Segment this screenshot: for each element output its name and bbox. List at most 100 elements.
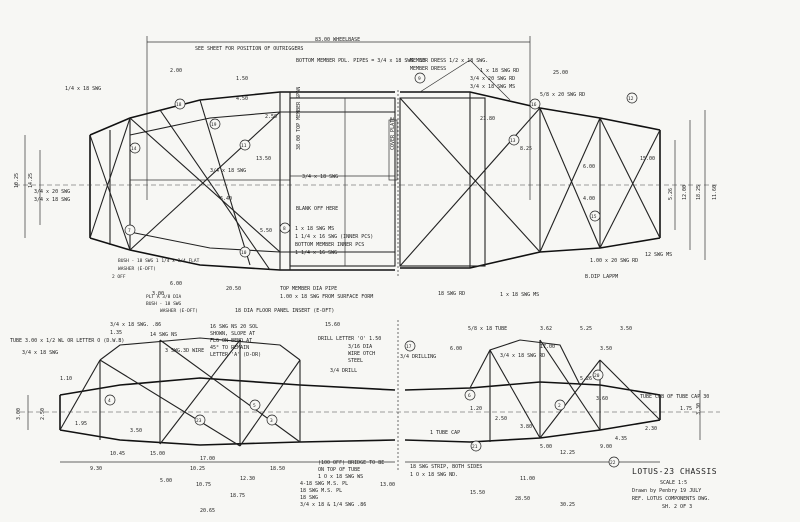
- rear-diagonal-6: [599, 129, 661, 249]
- bolt-note-f: 18 SWG: [300, 495, 318, 501]
- side-dim-a: 15.60: [325, 322, 340, 328]
- mid-vertical-a: 38.00 TOP MEMBER SPAN: [296, 87, 302, 150]
- side-dim-g: 12.25: [560, 450, 575, 456]
- balloon-17-label: 17: [406, 344, 412, 350]
- balloon-9-label: 9: [418, 76, 421, 82]
- dim-47: 2.30: [645, 426, 657, 432]
- dim-26: 2.50: [40, 408, 46, 420]
- title-ref: REF. LOTUS COMPONENTS DWG.: [632, 496, 710, 502]
- dim-14: 21.80: [480, 116, 495, 122]
- right-top-note-b: 1 x 18 SWG RD: [480, 68, 519, 74]
- dim-39: 3.80: [520, 424, 532, 430]
- side-rear-diag-4: [599, 359, 661, 421]
- balloon-7: [124, 224, 136, 236]
- main-diagonal-4: [199, 99, 251, 266]
- balloon-10: [239, 246, 251, 258]
- bolt-note-e: 18 SWG M.S. PL: [300, 488, 342, 494]
- right-note-i: 3/4 x 18 SWG RD: [500, 353, 545, 359]
- break-marker: [388, 119, 398, 181]
- drill-note-c: WIRE OTCH: [348, 351, 375, 357]
- balloon-19-label: 19: [211, 122, 217, 128]
- plan-view-labels: SEE SHEET FOR POSITION OF OUTRIGGERS BOT…: [14, 46, 718, 314]
- dim-27: 1.95: [75, 421, 87, 427]
- side-diag-2: [159, 339, 301, 443]
- front-brace-2: [89, 117, 131, 239]
- bush-a2-note: WASHER (E-DFT): [160, 308, 198, 314]
- top-member-note-b: 1.00 x 18 SWG FROM SURFACE FORM: [280, 294, 373, 300]
- side-dim-c: 10.25: [190, 466, 205, 472]
- front-brace-1: [89, 134, 131, 251]
- plan-view: 83.00 WHEELBASE: [15, 36, 720, 278]
- dim-3: 2.00: [170, 68, 182, 74]
- top-member-note: TOP MEMBER DIA PIPE: [280, 286, 337, 292]
- dim-50: 3.62: [540, 326, 552, 332]
- dim-29: 1.35: [110, 330, 122, 336]
- rear-diagonal-3: [539, 107, 601, 249]
- rear-mount-strut-a: [419, 59, 471, 93]
- dim-31: 5.00: [540, 444, 552, 450]
- main-diagonal-3: [159, 109, 271, 271]
- dim-36: 18.50: [270, 466, 285, 472]
- title-block: LOTUS-23 CHASSIS SCALE 1:5 Drawn by Penb…: [632, 467, 717, 510]
- bolt-note: (100 OFF) BRIDGE TO BE: [318, 460, 384, 466]
- dim-52: 3.50: [620, 326, 632, 332]
- side-view: [20, 320, 720, 470]
- balloon-8: [279, 222, 291, 234]
- balloon-14-label: 14: [131, 146, 137, 152]
- dim-34: 28.50: [515, 496, 530, 502]
- title-name: LOTUS-23 CHASSIS: [632, 467, 717, 476]
- member-tubes-note: MEMBER DRESS 1/2 x 18 SWG.: [410, 58, 488, 64]
- balloon-19: [209, 118, 221, 130]
- side-diag-3: [159, 339, 241, 445]
- dim-8: 6.00: [170, 281, 182, 287]
- dim-42: 10.75: [196, 482, 211, 488]
- dim-11: 18.25: [696, 185, 702, 200]
- dim-41: 13.00: [380, 482, 395, 488]
- balloon-17: [404, 340, 416, 352]
- dim-23: 9.30: [90, 466, 102, 472]
- bottom-member-note: BOTTOM MEMBER PDL. PIPES = 3/4 x 18 SWG.…: [296, 58, 425, 64]
- dim-46: 3.60: [596, 396, 608, 402]
- bush-a-note: BUSH - 18 SWG: [146, 301, 182, 307]
- lower-mid-c: FLG ON BEND AT: [210, 338, 252, 344]
- side-rear-hoop: [469, 339, 581, 389]
- outrigger-note: SEE SHEET FOR POSITION OF OUTRIGGERS: [195, 46, 303, 52]
- drill-note-d: STEEL: [348, 358, 363, 364]
- balloon-22-label: 22: [610, 460, 616, 466]
- drill-note: DRILL LETTER 'O' 1.50: [318, 336, 381, 342]
- side-dim-i: 3.50: [600, 346, 612, 352]
- dim-21: 6.00: [583, 164, 595, 170]
- bottom-strip: 18 SWG STRIP, BOTH SIDES: [410, 464, 482, 470]
- dim-45: 1.75: [680, 406, 692, 412]
- dim-15: 2.50: [265, 114, 277, 120]
- side-top-rail: [59, 377, 396, 396]
- dim-25: 3.00: [16, 408, 22, 420]
- dim-40: 4.35: [615, 436, 627, 442]
- lower-mid-e: LETTER 'A' (D-DR): [210, 352, 261, 358]
- title-sheet: SH. 2 OF 3: [662, 504, 692, 510]
- dim-5: 13.50: [256, 156, 271, 162]
- dim-19: 8.25: [520, 146, 532, 152]
- floor-panel-note: 18 DIA FLOOR PANEL INSERT (E-DFT): [235, 308, 334, 314]
- dim-24: 10.45: [110, 451, 125, 457]
- dim-48: 17.00: [200, 456, 215, 462]
- balloon-20: [592, 369, 604, 381]
- dim-4: 6.40: [220, 196, 232, 202]
- dim-44: 3.30: [696, 403, 702, 415]
- balloon-11-label: 11: [241, 143, 247, 149]
- balloon-3-label: 3: [270, 418, 273, 424]
- lower-mid-a: 16 SWG NS 20 SOL: [210, 324, 258, 330]
- bolt-note-d: 4-18 SWG M.S. PL: [300, 481, 348, 487]
- balloon-23: [194, 414, 206, 426]
- hole-note: 3/4 DRILL: [330, 368, 357, 374]
- wheelbase-label: 83.00 WHEELBASE: [315, 37, 360, 43]
- right-note-b: 1.00 x 20 SWG RD: [590, 258, 638, 264]
- main-diagonal-1: [129, 117, 281, 253]
- balloon-5-label: 5: [253, 403, 256, 409]
- balloon-13: [508, 134, 520, 146]
- fuse-note: 3/4 x 18 SWG: [210, 168, 246, 174]
- side-rear-diag-3: [539, 359, 601, 439]
- swg-top-note: 3/4 x 18 SWG: [302, 174, 338, 180]
- plate-note: PLT A 3/8 DIA: [146, 294, 182, 300]
